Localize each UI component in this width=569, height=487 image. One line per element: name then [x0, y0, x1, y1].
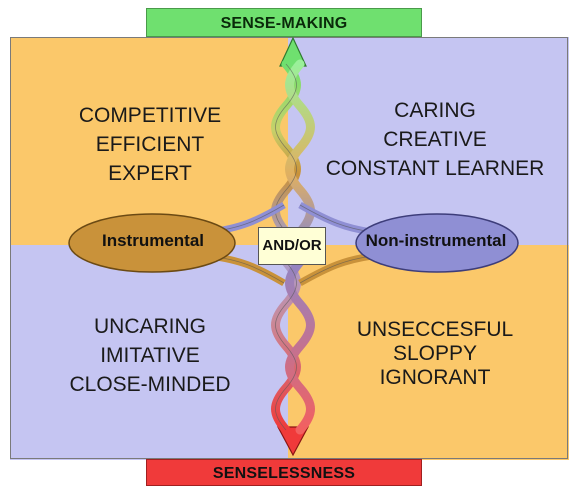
sense-making-banner: SENSE-MAKING	[146, 8, 422, 37]
trait-unsuccessful: UNSECCESFUL	[356, 318, 514, 341]
trait-ignorant: IGNORANT	[379, 366, 491, 389]
instrumental-label: Instrumental	[101, 231, 205, 250]
senselessness-banner: SENSELESSNESS	[146, 459, 422, 486]
trait-expert: EXPERT	[108, 162, 192, 185]
quadrant-bottom-right-text: UNSECCESFUL SLOPPY IGNORANT	[305, 318, 565, 390]
trait-caring: CARING	[394, 99, 476, 122]
vertical-twisted-rope	[271, 59, 315, 435]
non-instrumental-ellipse	[355, 213, 519, 273]
trait-constant-learner: CONSTANT LEARNER	[325, 157, 545, 180]
quadrant-bottom-left-text: UNCARING IMITATIVE CLOSE-MINDED	[30, 312, 270, 399]
quadrant-bottom-right	[288, 245, 569, 460]
quadrant-bottom-left	[10, 245, 288, 460]
trait-close-minded: CLOSE-MINDED	[69, 373, 231, 396]
quadrant-top-right	[288, 37, 569, 245]
and-or-box: AND/OR	[258, 227, 326, 265]
quadrant-top-left	[10, 37, 288, 245]
quadrant-top-right-text: CARING CREATIVE CONSTANT LEARNER	[305, 96, 565, 183]
non-instrumental-label: Non-instrumental	[365, 231, 507, 250]
instrumental-ellipse	[68, 213, 236, 273]
trait-imitative: IMITATIVE	[100, 344, 200, 367]
trait-sloppy: SLOPPY	[392, 342, 478, 365]
trait-uncaring: UNCARING	[93, 315, 206, 338]
trait-creative: CREATIVE	[383, 128, 487, 151]
trait-competitive: COMPETITIVE	[78, 104, 222, 127]
quadrant-grid-border	[10, 37, 568, 459]
trait-efficient: EFFICIENT	[95, 133, 205, 156]
quadrant-top-left-text: COMPETITIVE EFFICIENT EXPERT	[30, 101, 270, 188]
